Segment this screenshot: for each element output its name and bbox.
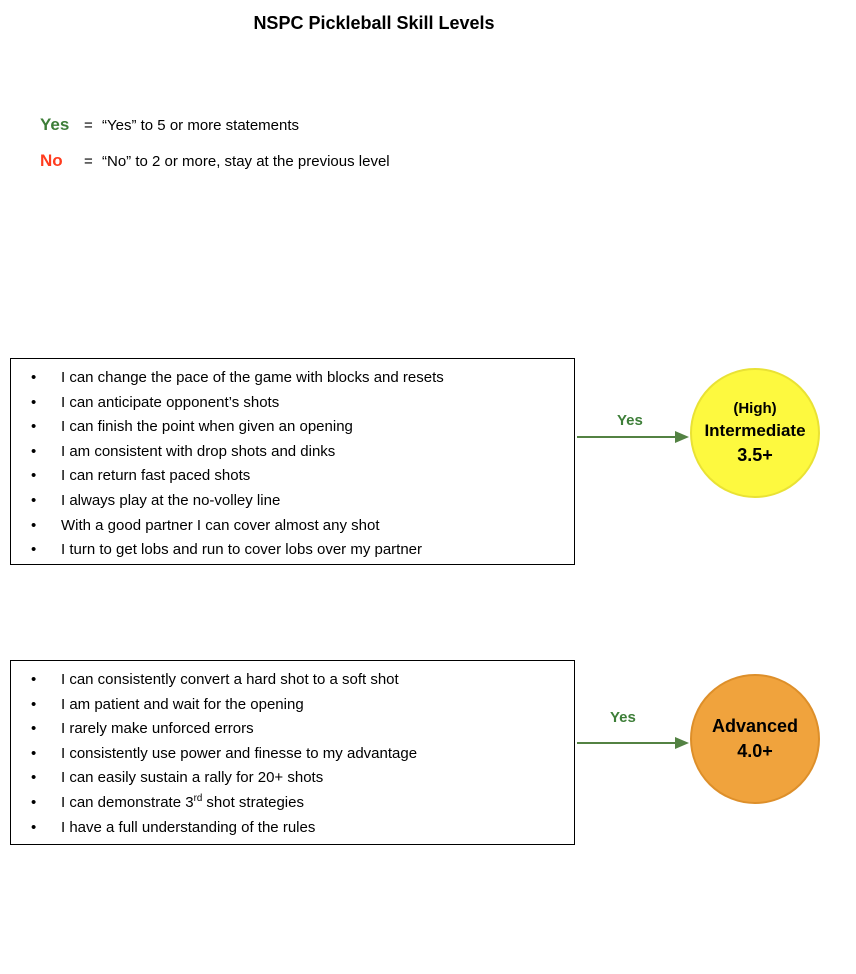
statement-item: I can return fast paced shots	[31, 464, 566, 489]
legend-yes-text: “Yes” to 5 or more statements	[102, 117, 300, 134]
statement-item: I turn to get lobs and run to cover lobs…	[31, 538, 566, 563]
circle-line: 3.5+	[737, 444, 773, 465]
legend-no-label: No	[40, 151, 63, 170]
statement-item: I consistently use power and finesse to …	[31, 742, 566, 767]
skill-circle-advanced: Advanced 4.0+	[690, 674, 820, 804]
skill-circle-intermediate: (High) Intermediate 3.5+	[690, 368, 820, 498]
legend-row-yes: Yes = “Yes” to 5 or more statements	[40, 107, 390, 143]
statements-box-intermediate: I can change the pace of the game with b…	[10, 358, 575, 565]
yes-arrow-icon	[577, 429, 689, 445]
legend: Yes = “Yes” to 5 or more statements No =…	[40, 107, 390, 179]
statement-item: I am consistent with drop shots and dink…	[31, 440, 566, 465]
statement-item: I can demonstrate 3rd shot strategies	[31, 791, 566, 816]
statement-item: I am patient and wait for the opening	[31, 693, 566, 718]
statement-item: I can change the pace of the game with b…	[31, 366, 566, 391]
statement-item: I always play at the no-volley line	[31, 489, 566, 514]
statement-list: I can change the pace of the game with b…	[11, 359, 574, 563]
legend-equals-sign: =	[84, 153, 93, 170]
statement-item: With a good partner I can cover almost a…	[31, 514, 566, 539]
page-title: NSPC Pickleball Skill Levels	[253, 13, 495, 33]
legend-yes-label: Yes	[40, 115, 70, 134]
circle-line: Advanced	[711, 716, 799, 737]
statement-item: I can finish the point when given an ope…	[31, 415, 566, 440]
statement-item: I rarely make unforced errors	[31, 717, 566, 742]
statement-item: I can anticipate opponent’s shots	[31, 391, 566, 416]
circle-line: (High)	[733, 399, 777, 417]
legend-no-text: “No” to 2 or more, stay at the previous …	[102, 153, 390, 170]
yes-arrow-icon	[577, 735, 689, 751]
legend-row-no: No = “No” to 2 or more, stay at the prev…	[40, 143, 390, 179]
statements-box-advanced: I can consistently convert a hard shot t…	[10, 660, 575, 845]
statement-item: I have a full understanding of the rules	[31, 816, 566, 841]
statement-list: I can consistently convert a hard shot t…	[11, 661, 574, 840]
yes-arrow-label: Yes	[617, 412, 643, 429]
statement-item: I can easily sustain a rally for 20+ sho…	[31, 766, 566, 791]
yes-arrow-label: Yes	[610, 709, 636, 726]
circle-line: 4.0+	[737, 741, 773, 761]
legend-equals-sign: =	[84, 117, 93, 134]
statement-item: I can consistently convert a hard shot t…	[31, 668, 566, 693]
circle-line: Intermediate	[704, 421, 806, 441]
